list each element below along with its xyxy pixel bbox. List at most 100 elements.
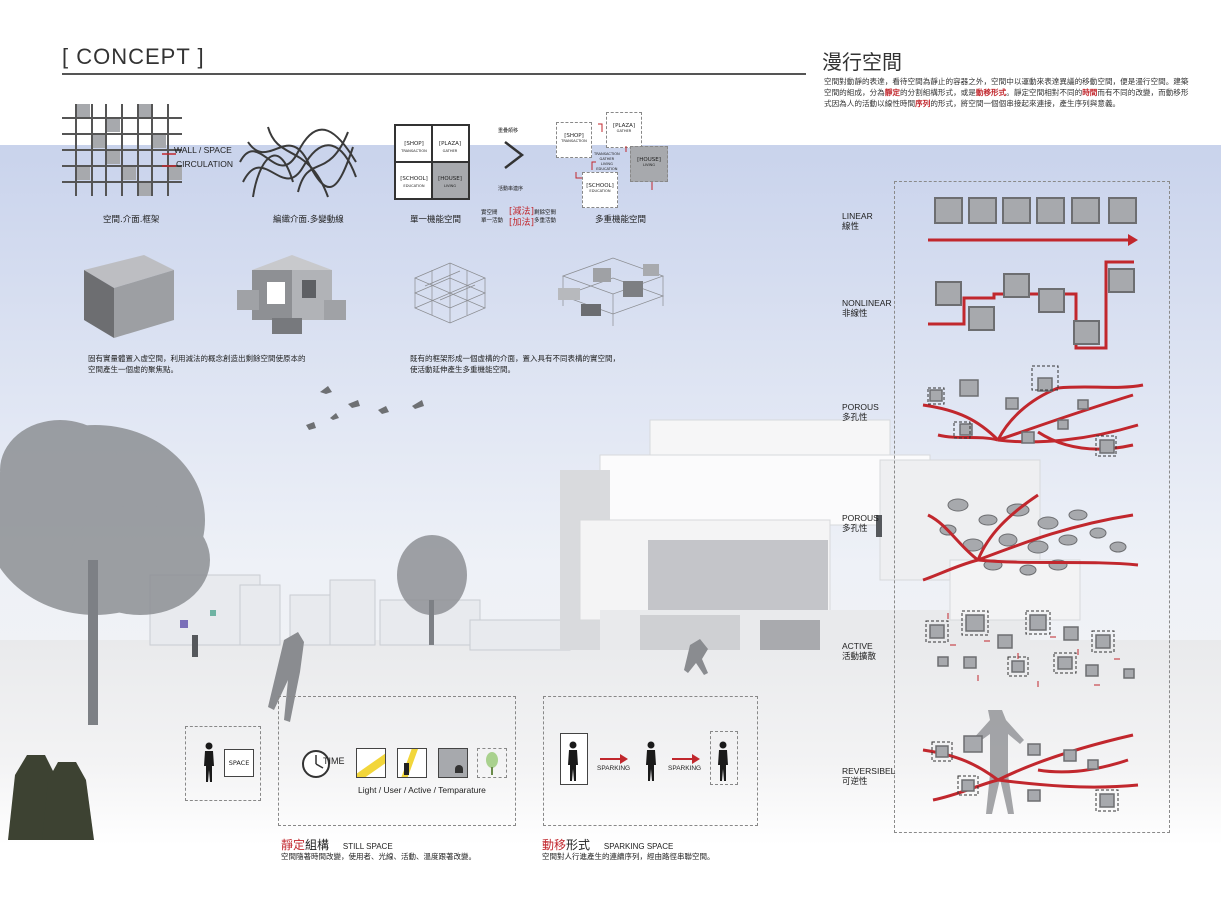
caption-single-function: 單一機能空間 (410, 215, 462, 225)
type-en: NONLINEAR (842, 298, 892, 308)
linear-space-box (934, 197, 963, 224)
desc-highlight: 序列 (915, 99, 931, 108)
type-label-active: ACTIVE 活動擴散 (842, 641, 876, 663)
plaza-label: [PLAZA] (612, 123, 636, 129)
type-zh: 可逆性 (842, 777, 868, 787)
desc-part: 空間對動靜的表達，看待空間為靜止的容器之外，空間中以運動來表達異議的移動空間，便… (824, 77, 1189, 97)
arrow-bottom-label: 活動串連序 (498, 186, 524, 192)
desc-highlight: 靜定 (884, 88, 900, 97)
text-solid-volume: 固有實量體置入虛空間，利用減法的概念創造出剩餘空間使原本的 空間產生一個虛的聚焦… (88, 354, 306, 374)
title-divider (62, 73, 806, 75)
frame-lattice-illustration (414, 262, 486, 324)
linear-space-box (1036, 197, 1065, 224)
desc-part: 而有不同的改變，而動移形式因為人的活動以線性時間 (824, 88, 1189, 108)
porous-ellipse-diagram (922, 493, 1139, 582)
concept-heading: 漫行空間 (822, 50, 902, 74)
nonlinear-space-box (1038, 288, 1065, 313)
time-label: TIME (323, 756, 345, 766)
still-title-red: 靜定 (281, 838, 306, 852)
house-fill (433, 163, 468, 198)
filled-lattice-illustration (558, 257, 665, 326)
person-icon (718, 741, 728, 781)
caption-space-interface: 空間.介面.框架 (103, 215, 160, 225)
linear-space-box (1071, 197, 1100, 224)
factors-label: Light / User / Active / Temparature (358, 785, 486, 795)
type-en: POROUS (842, 402, 879, 412)
school-box: [SCHOOL] EDUCATION (582, 172, 618, 208)
nonlinear-space-box (1073, 320, 1100, 345)
solid-volume-illustration (84, 255, 174, 338)
reversible-diagram (922, 710, 1139, 814)
mid-left-text: 實空間 單一活動 (481, 210, 504, 224)
still-space-box: TIME Light / User / Active / Temparature (278, 696, 516, 826)
plaza-box: [PLAZA] GATHER (606, 112, 642, 148)
type-label-porous-2: POROUS 多孔性 (842, 513, 879, 535)
sparking-title: 動移形式 SPARKING SPACE (542, 836, 673, 853)
arrow-top-label: 重疊顛移 (498, 128, 519, 134)
still-title-rest: 組構 (305, 838, 330, 852)
person-icon (568, 741, 578, 781)
house-label: [HOUSE] (438, 176, 462, 182)
clock-icon (302, 750, 330, 778)
still-title-en: STILL SPACE (342, 842, 393, 851)
plaza-label: [PLAZA] (438, 141, 462, 147)
nonlinear-space-box (968, 306, 995, 331)
type-label-nonlinear: NONLINEAR 非線性 (842, 298, 892, 320)
desc-part: 的形式，將空間一個個串接起來連接，產生序列與意義。 (930, 99, 1121, 108)
type-zh: 非線性 (842, 309, 868, 319)
plaza-sub: GATHER (442, 149, 458, 153)
person-icon (646, 741, 656, 781)
user-frame (397, 748, 427, 778)
type-en: REVERSIBEL (842, 766, 896, 776)
school-label: [SCHOOL] (586, 183, 614, 189)
divider (396, 161, 468, 163)
still-title: 靜定組構 STILL SPACE (281, 836, 393, 853)
type-zh: 多孔性 (842, 413, 868, 423)
school-label: [SCHOOL] (400, 176, 428, 182)
type-en: LINEAR (842, 211, 873, 221)
sparking-label-2: SPARKING (668, 765, 702, 772)
chevron-right-icon (504, 141, 525, 169)
subtracted-volume-illustration (237, 255, 346, 334)
sparking-space-box: SPARKING SPARKING (543, 696, 758, 826)
single-space-box: SPACE (185, 726, 261, 801)
woven-circulation-diagram (239, 126, 357, 198)
shop-label: [SHOP] (404, 141, 424, 147)
concept-description: 空間對動靜的表達，看待空間為靜止的容器之外，空間中以運動來表達異議的移動空間，便… (824, 76, 1194, 109)
linear-space-box (1002, 197, 1031, 224)
sparking-caption: 空間對人行進產生的連續序列，經由路徑串聯空間。 (542, 852, 715, 861)
house-sub: LIVING (443, 184, 457, 188)
desc-highlight: 時間 (1082, 88, 1098, 97)
light-frame (356, 748, 386, 778)
arrow-right-icon (600, 754, 628, 764)
type-en: ACTIVE (842, 641, 873, 651)
plaza-sub: GATHER (616, 129, 632, 133)
type-label-linear: LINEAR 線性 (842, 211, 873, 233)
page-title: [ CONCEPT ] (62, 44, 205, 69)
active-diffusion-diagram (925, 610, 1135, 687)
type-zh: 線性 (842, 222, 860, 232)
linear-space-box (968, 197, 997, 224)
desc-part: 的分割組構形式，或是 (899, 88, 976, 97)
multi-arrows (575, 123, 653, 190)
type-zh: 活動擴散 (842, 652, 877, 662)
house-sub: LIVING (642, 163, 656, 167)
porous-branch-diagram (922, 365, 1144, 457)
user-beam (399, 749, 419, 777)
caption-woven-interface: 編織介面.多變動線 (273, 215, 344, 225)
sparking-label-1: SPARKING (597, 765, 631, 772)
type-label-reversible: REVERSIBEL 可逆性 (842, 766, 895, 788)
sparking-title-rest: 形式 (566, 838, 591, 852)
multi-function-diagram: [SHOP] TRANSACTION [PLAZA] GATHER [HOUSE… (556, 112, 668, 212)
shop-box: [SHOP] TRANSACTION (556, 122, 592, 158)
active-figure (455, 765, 463, 773)
desc-highlight: 動移形式 (975, 88, 1007, 97)
still-caption: 空間隨著時間改變，使用者、光線、活動、溫度跟著改變。 (281, 852, 476, 861)
circulation-label: CIRCULATION (176, 159, 233, 169)
type-zh: 多孔性 (842, 524, 868, 534)
shop-sub: TRANSACTION (401, 149, 427, 153)
linear-space-box (1108, 197, 1137, 224)
person-icon (204, 742, 214, 782)
shop-sub: TRANSACTION (561, 139, 587, 143)
desc-part: 。靜定空間相對不同的 (1006, 88, 1083, 97)
